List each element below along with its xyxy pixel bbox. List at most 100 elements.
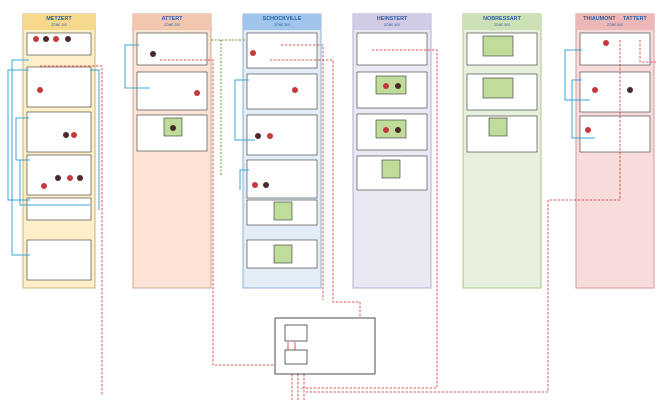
central-unit-top [284, 324, 308, 342]
camera-icon [252, 182, 258, 188]
zone-header: HEINSTERT ZÔNE 400 [353, 14, 431, 30]
camera-icon [77, 175, 83, 181]
camera-icon [292, 87, 298, 93]
camera-icon [41, 183, 47, 189]
zone-nobressart-header [463, 14, 541, 30]
zone-header: ATTERT ZÔNE 200 [133, 14, 211, 30]
blue-cables [7, 44, 595, 256]
zone-name: ATTERT [161, 16, 183, 22]
green-unit [482, 77, 514, 99]
section-box [26, 32, 92, 56]
camera-icon [71, 132, 77, 138]
camera-icon [170, 125, 176, 131]
section-box [356, 32, 428, 66]
camera-icon [267, 133, 273, 139]
section-box [26, 239, 92, 281]
zone-header: METZERT ZÔNE 100 [23, 14, 95, 30]
zone-header: THIAUMONT TATTERT ZÔNE 600 [576, 14, 654, 30]
green-units [163, 35, 514, 264]
red-cables [40, 40, 656, 400]
zone-header: SCHOCKVILLE ZÔNE 300 [243, 14, 321, 30]
red-cable [40, 65, 103, 395]
central-cabinet [274, 317, 376, 375]
zone-thiaumont-header [576, 14, 654, 30]
green-unit [381, 159, 401, 179]
zone-sub: ZÔNE 200 [163, 23, 181, 27]
red-cable [281, 44, 324, 300]
zone-header: NOBRESSART ZÔNE 500 [463, 14, 541, 30]
metzert-sections [26, 32, 92, 281]
camera-icon [250, 50, 256, 56]
nobressart-sections [466, 32, 538, 153]
zone-name: HEINSTERT [376, 16, 408, 22]
red-cable [306, 40, 621, 393]
green-link [211, 39, 245, 175]
camera-icon [263, 182, 269, 188]
green-unit [375, 119, 407, 139]
camera-icon [67, 175, 73, 181]
section-box [26, 154, 92, 196]
camera-icon [150, 51, 156, 57]
camera-icon [37, 87, 43, 93]
blue-cable [7, 69, 30, 201]
camera-icon [585, 127, 591, 133]
blue-cable [90, 69, 100, 210]
zone-sub: ZÔNE 500 [493, 23, 511, 27]
section-box [26, 66, 92, 108]
section-box [579, 71, 651, 113]
green-unit [488, 117, 508, 137]
green-unit [375, 75, 407, 95]
blue-cable [124, 44, 150, 89]
zone-sub: ZÔNE 300 [273, 23, 291, 27]
green-unit [273, 244, 293, 264]
red-cable [270, 59, 361, 330]
camera-icon [53, 36, 59, 42]
section-box [579, 32, 651, 66]
green-unit [482, 35, 514, 57]
zone-name: SCHOCKVILLE [262, 16, 302, 22]
green-unit [273, 201, 293, 221]
camera-icon [627, 87, 633, 93]
blue-cable [11, 59, 30, 256]
blue-cable [564, 49, 590, 101]
zone-attert-header [133, 14, 211, 30]
zone-name: NOBRESSART [483, 16, 521, 22]
zone-name: METZERT [46, 16, 72, 22]
camera-icon [395, 127, 401, 133]
cameras [33, 36, 633, 189]
red-cable [300, 49, 438, 389]
zone-metzert-header [23, 14, 95, 30]
camera-icon [65, 36, 71, 42]
camera-icon [63, 132, 69, 138]
thiaumont-sections [579, 32, 651, 153]
camera-icon [383, 83, 389, 89]
camera-icon [603, 40, 609, 46]
camera-icon [194, 90, 200, 96]
blue-cable [234, 79, 255, 141]
central-unit-bottom [284, 349, 308, 365]
zone-sub: ZÔNE 100 [50, 23, 68, 27]
section-box [579, 115, 651, 153]
zone-heinstert-header [353, 14, 431, 30]
blue-cable [571, 79, 595, 139]
camera-icon [33, 36, 39, 42]
zone-sub: ZÔNE 600 [606, 23, 624, 27]
camera-icon [55, 175, 61, 181]
section-box [26, 197, 92, 221]
section-box [246, 73, 318, 110]
camera-icon [43, 36, 49, 42]
section-box [246, 32, 318, 69]
blue-cable [239, 169, 249, 190]
camera-icon [592, 87, 598, 93]
red-cable [639, 40, 656, 63]
section-box [26, 111, 92, 153]
zone-sub: ZÔNE 400 [383, 23, 401, 27]
section-box [246, 159, 318, 199]
zone-schockville-header [243, 14, 321, 30]
camera-icon [255, 133, 261, 139]
camera-icon [383, 127, 389, 133]
zone-name: THIAUMONT TATTERT [583, 16, 647, 22]
blue-cable [19, 159, 90, 206]
camera-icon [395, 83, 401, 89]
